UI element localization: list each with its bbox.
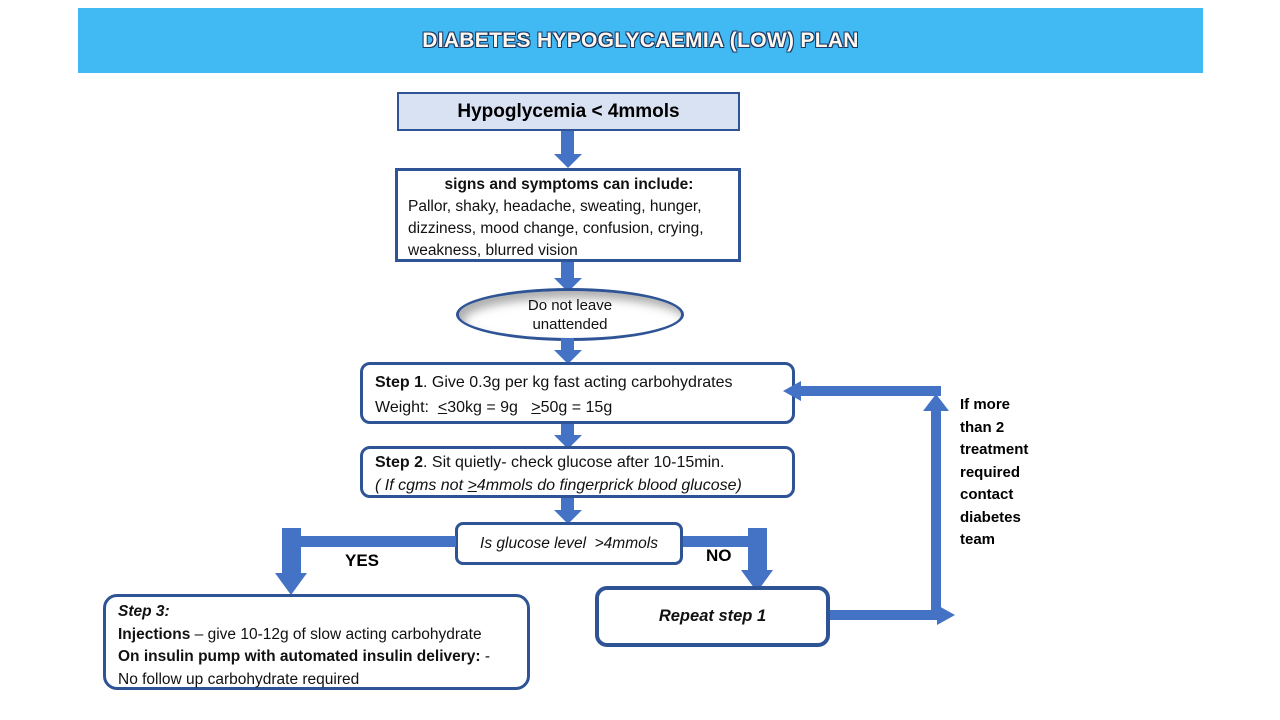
signs-line: Pallor, shaky, headache, sweating, hunge…: [408, 198, 702, 215]
decision-label: Is glucose level >4mmols: [480, 534, 658, 552]
arrow-step2-to-decision-head: [554, 510, 582, 524]
node-do-not-leave: Do not leave unattended: [456, 288, 684, 341]
step3-line4: No follow up carbohydrate required: [118, 670, 360, 688]
arrow-ellipse-to-step1-shaft: [561, 338, 574, 352]
arrow-hypo-to-signs-head: [554, 154, 582, 168]
step1-weight-line: Weight: <30kg = 9g >50g = 15g: [375, 399, 613, 416]
arrow-hypo-to-signs-shaft: [561, 131, 574, 155]
step3-line3: On insulin pump with automated insulin d…: [118, 648, 491, 665]
signs-line: weakness, blurred vision: [408, 242, 578, 259]
side-note-line: team: [960, 531, 996, 548]
arrow-yes-vertical-shaft: [282, 528, 301, 575]
node-signs-symptoms: signs and symptoms can include: Pallor, …: [395, 168, 741, 262]
yes-label: YES: [345, 551, 380, 570]
ellipse-line2: unattended: [532, 315, 608, 333]
signs-line: dizziness, mood change, confusion, cryin…: [408, 220, 704, 237]
signs-heading: signs and symptoms can include:: [444, 176, 694, 193]
title-banner: DIABETES HYPOGLYCAEMIA (LOW) PLAN: [78, 8, 1203, 73]
side-note-line: contact: [960, 486, 1014, 503]
side-note-line: than 2: [960, 418, 1005, 436]
node-repeat-step1: Repeat step 1: [595, 586, 830, 647]
node-step3: Step 3: Injections – give 10-12g of slow…: [103, 594, 530, 690]
feedback-top-shaft: [800, 386, 941, 396]
node-hypoglycemia-label: Hypoglycemia < 4mmols: [457, 100, 680, 122]
node-step1: Step 1. Give 0.3g per kg fast acting car…: [360, 362, 795, 424]
arrow-step2-to-decision-shaft: [561, 498, 574, 512]
side-note: If more than 2 treatment required contac…: [960, 394, 1028, 552]
step3-line2: Injections – give 10-12g of slow acting …: [118, 625, 482, 643]
step2-note: ( If cgms not >4mmols do fingerprick blo…: [375, 477, 742, 494]
node-step2: Step 2. Sit quietly- check glucose after…: [360, 446, 795, 498]
node-hypoglycemia: Hypoglycemia < 4mmols: [397, 92, 740, 131]
step3-line1: Step 3:: [118, 603, 170, 620]
arrow-step1-to-step2-shaft: [561, 424, 574, 437]
step1-line1: Step 1. Give 0.3g per kg fast acting car…: [375, 374, 733, 391]
arrow-no-horizontal: [683, 536, 753, 547]
side-note-line: treatment: [960, 441, 1029, 458]
arrow-no-vertical-shaft: [748, 528, 767, 572]
step2-line1: Step 2. Sit quietly- check glucose after…: [375, 454, 725, 471]
side-note-line: If more: [960, 396, 1011, 413]
arrow-step1-to-step2-head: [554, 435, 582, 449]
ellipse-line1: Do not leave: [527, 296, 613, 314]
feedback-bottom-head: [937, 605, 955, 625]
arrow-yes-head: [275, 573, 307, 595]
arrow-ellipse-to-step1-head: [554, 350, 582, 364]
side-note-line: required: [960, 463, 1021, 481]
arrow-yes-horizontal: [290, 536, 456, 547]
page-title: DIABETES HYPOGLYCAEMIA (LOW) PLAN: [422, 28, 859, 52]
feedback-left-head: [783, 381, 801, 401]
feedback-up-head: [923, 394, 949, 411]
feedback-vertical-shaft: [931, 408, 941, 620]
node-decision-glucose: Is glucose level >4mmols: [455, 522, 683, 565]
repeat-label: Repeat step 1: [658, 607, 767, 625]
feedback-bottom-shaft: [830, 610, 937, 620]
side-note-line: diabetes: [960, 508, 1021, 526]
no-label: NO: [706, 546, 732, 565]
arrow-signs-to-ellipse-shaft: [561, 262, 574, 280]
